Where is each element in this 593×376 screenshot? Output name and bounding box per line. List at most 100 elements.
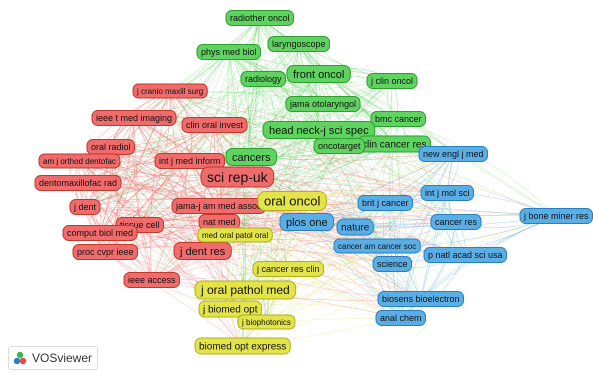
node-label: nature [341, 223, 370, 234]
node-label: ieee access [128, 275, 176, 285]
link-edge [110, 146, 448, 194]
node-phys-med-biol[interactable]: phys med biol [196, 44, 262, 60]
link-edge [242, 254, 466, 347]
node-box [357, 195, 414, 211]
node-box [194, 280, 297, 300]
link-edge [133, 117, 466, 256]
node-label: brit j cancer [362, 198, 409, 208]
node-ieee-t-med-imaging[interactable]: ieee t med imaging [91, 110, 177, 126]
link-edge [85, 206, 457, 223]
node-plos-one[interactable]: plos one [279, 213, 335, 231]
node-label: clin oral invest [186, 120, 244, 130]
node-oncotarget[interactable]: oncotarget [313, 138, 366, 154]
link-edge [110, 43, 299, 148]
link-edge [420, 192, 448, 300]
node-front-oncol[interactable]: front oncol [286, 65, 351, 83]
node-box [286, 65, 351, 83]
link-edge [189, 51, 230, 162]
node-int-j-med-inform[interactable]: int j med inform [154, 153, 226, 169]
link-edge [318, 73, 557, 217]
vosviewer-logo-icon [13, 351, 27, 365]
node-label: cancer res [435, 217, 478, 227]
link-edge [151, 78, 264, 281]
node-label: biomed opt express [199, 342, 286, 353]
node-cancer-res[interactable]: cancer res [430, 214, 482, 230]
link-edge [133, 117, 153, 281]
node-int-j-mol-sci[interactable]: int j mol sci [420, 185, 475, 201]
node-cancer-am-cancer-soc[interactable]: cancer am cancer soc [333, 238, 421, 254]
node-label: proc cvpr ieee [77, 247, 134, 257]
node-radiology[interactable]: radiology [240, 71, 287, 87]
node-j-cancer-res-clin[interactable]: j cancer res clin [252, 261, 325, 277]
node-jama-j-am-med-assoc[interactable]: jama-j am med assoc [171, 198, 267, 214]
node-j-dent[interactable]: j dent [69, 199, 101, 215]
node-box [69, 199, 101, 215]
node-laryngoscope[interactable]: laryngoscope [267, 36, 331, 52]
link-edge [234, 118, 399, 236]
node-jama-otolaryngol[interactable]: jama otolaryngol [285, 96, 361, 112]
node-label: sci rep-uk [207, 169, 269, 185]
link-edge [100, 232, 393, 265]
link-edge [133, 17, 261, 119]
node-nat-med[interactable]: nat med [198, 214, 241, 230]
node-label: oncotarget [318, 141, 361, 151]
node-box [91, 110, 177, 126]
link-edge [214, 124, 289, 270]
node-j-clin-oncol[interactable]: j clin oncol [366, 73, 418, 89]
link-edge [298, 43, 448, 194]
node-ieee-access[interactable]: ieee access [123, 272, 181, 288]
node-j-biomed-opt[interactable]: j biomed opt [198, 300, 262, 318]
link-edge [105, 221, 457, 253]
link-edge [79, 160, 153, 281]
link-edge [189, 17, 261, 162]
node-clin-oral-invest[interactable]: clin oral invest [181, 117, 248, 133]
node-box [377, 291, 465, 307]
node-oral-oncol[interactable]: oral oncol [257, 191, 327, 211]
node-box [123, 272, 181, 288]
node-dentomaxillofac-rad[interactable]: dentomaxillofac rad [34, 175, 122, 191]
node-j-oral-pathol-med[interactable]: j oral pathol med [194, 280, 297, 300]
node-nature[interactable]: nature [336, 218, 374, 236]
node-j-biophotonics[interactable]: j biophotonics [237, 314, 296, 330]
link-edge [376, 153, 454, 247]
node-box [225, 148, 278, 166]
node-box [173, 242, 232, 260]
node-radiother-oncol[interactable]: radiother oncol [225, 10, 295, 26]
node-sci-rep-uk[interactable]: sci rep-uk [200, 166, 275, 188]
link-edge [218, 73, 319, 207]
node-biosens-bioelectron[interactable]: biosens bioelectron [377, 291, 465, 307]
node-brit-j-cancer[interactable]: brit j cancer [357, 195, 414, 211]
node-label: science [377, 259, 408, 269]
node-science[interactable]: science [372, 256, 413, 272]
node-anal-chem[interactable]: anal chem [375, 310, 427, 326]
node-j-dent-res[interactable]: j dent res [173, 242, 232, 260]
node-label: comput biol med [67, 228, 133, 238]
node-j-cranio-maxill-surg[interactable]: j cranio maxill surg [132, 83, 208, 99]
node-cancers[interactable]: cancers [225, 148, 278, 166]
link-edge [170, 90, 457, 223]
node-j-bone-miner-res[interactable]: j bone miner res [519, 208, 593, 224]
node-proc-cvpr-ieee[interactable]: proc cvpr ieee [72, 244, 139, 260]
logo-text: VOSviewer [32, 351, 93, 365]
node-label: med oral patol oral [202, 231, 268, 240]
link-edge [218, 118, 399, 207]
node-box [38, 153, 121, 169]
node-med-oral-patol-oral[interactable]: med oral patol oral [197, 227, 273, 243]
node-label: j cranio maxill surg [136, 87, 203, 96]
node-box [267, 36, 331, 52]
node-box [181, 117, 248, 133]
node-oral-radiol[interactable]: oral radiol [86, 139, 136, 155]
node-p-natl-acad-sci-usa[interactable]: p natl acad sci usa [423, 247, 508, 263]
link-edge [79, 160, 421, 300]
node-box [279, 213, 335, 231]
node-bmc-cancer[interactable]: bmc cancer [370, 111, 427, 127]
node-label: j oral pathol med [200, 283, 290, 297]
node-box [240, 71, 287, 87]
node-comput-biol-med[interactable]: comput biol med [62, 225, 138, 241]
node-head-neck-j-sci-spec[interactable]: head neck-j sci spec [262, 121, 376, 139]
node-new-engl-j-med[interactable]: new engl j med [418, 146, 489, 162]
node-am-j-orthod-dentofac[interactable]: am j orthod dentofac [38, 153, 121, 169]
node-biomed-opt-express[interactable]: biomed opt express [194, 337, 291, 355]
link-edge [448, 153, 466, 256]
